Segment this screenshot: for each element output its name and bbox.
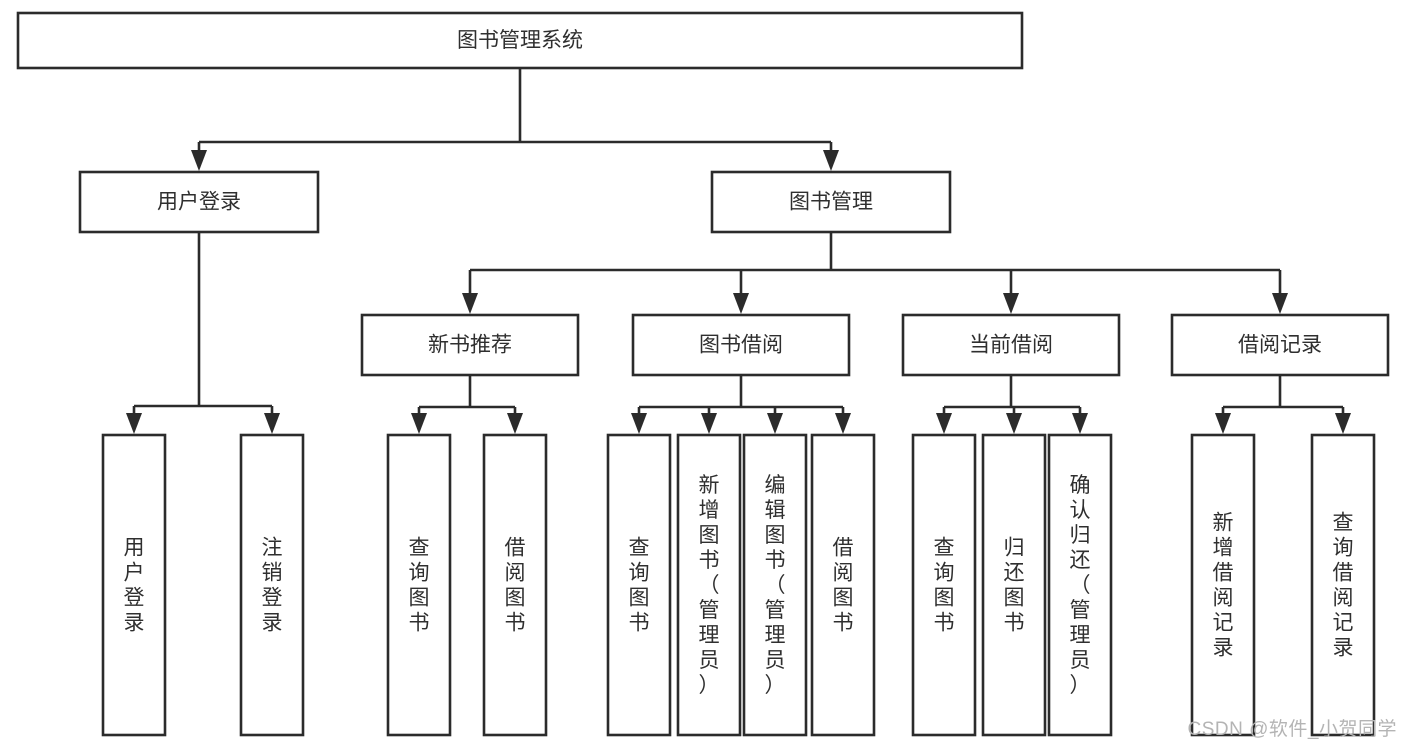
- node-box: [239, 433, 305, 737]
- connector-group: [191, 68, 839, 171]
- csdn-watermark: CSDN @软件_小贺同学: [1187, 719, 1397, 740]
- node-new-book[interactable]: 新书推荐: [360, 313, 580, 377]
- node-box: [981, 433, 1047, 737]
- node-box: [911, 433, 977, 737]
- node-label: 图书管理: [789, 191, 873, 214]
- node-leaf-user-login[interactable]: 用户登录: [101, 433, 167, 737]
- node-leaf-cb-return[interactable]: 归还图书: [981, 433, 1047, 737]
- node-label: 当前借阅: [969, 334, 1053, 357]
- node-leaf-user-logout[interactable]: 注销登录: [239, 433, 305, 737]
- node-label: 注销登录: [262, 537, 283, 635]
- node-label: 新增图书（管理员）: [699, 474, 720, 697]
- node-borrow-record[interactable]: 借阅记录: [1170, 313, 1390, 377]
- node-leaf-nb-query[interactable]: 查询图书: [386, 433, 452, 737]
- connector-group: [462, 232, 1288, 314]
- node-box: [1170, 313, 1390, 377]
- node-label: 新书推荐: [428, 334, 512, 357]
- node-leaf-br-add[interactable]: 新增借阅记录: [1190, 433, 1256, 737]
- connector-group: [411, 375, 523, 434]
- node-box: [742, 433, 808, 737]
- connector-group: [936, 375, 1088, 434]
- node-label: 图书管理系统: [457, 29, 583, 52]
- node-box: [101, 433, 167, 737]
- connector-group: [126, 232, 280, 434]
- node-box: [606, 433, 672, 737]
- node-label: 归还图书: [1004, 537, 1025, 635]
- node-box: [710, 170, 952, 234]
- node-label: 查询图书: [629, 537, 650, 635]
- node-leaf-bb-add[interactable]: 新增图书（管理员）: [676, 433, 742, 737]
- node-label: 查询图书: [409, 537, 430, 635]
- node-root[interactable]: 图书管理系统: [16, 11, 1024, 70]
- node-label: 借阅图书: [833, 537, 854, 635]
- node-label: 确认归还（管理员）: [1070, 474, 1091, 697]
- node-book-manage[interactable]: 图书管理: [710, 170, 952, 234]
- node-box: [16, 11, 1024, 70]
- node-user-login[interactable]: 用户登录: [78, 170, 320, 234]
- node-label: 借阅图书: [505, 537, 526, 635]
- node-label: 编辑图书（管理员）: [765, 474, 786, 697]
- node-leaf-cb-confirm[interactable]: 确认归还（管理员）: [1047, 433, 1113, 737]
- node-box: [78, 170, 320, 234]
- node-book-borrow[interactable]: 图书借阅: [631, 313, 851, 377]
- node-label: 新增借阅记录: [1213, 512, 1234, 660]
- node-label: 图书借阅: [699, 334, 783, 357]
- node-leaf-nb-borrow[interactable]: 借阅图书: [482, 433, 548, 737]
- connector-layer: [126, 68, 1351, 434]
- node-box: [1190, 433, 1256, 737]
- node-label: 查询图书: [934, 537, 955, 635]
- node-box: [810, 433, 876, 737]
- node-leaf-bb-query[interactable]: 查询图书: [606, 433, 672, 737]
- node-box: [676, 433, 742, 737]
- node-leaf-bb-edit[interactable]: 编辑图书（管理员）: [742, 433, 808, 737]
- node-box: [482, 433, 548, 737]
- node-leaf-cb-query[interactable]: 查询图书: [911, 433, 977, 737]
- node-leaf-bb-borrow[interactable]: 借阅图书: [810, 433, 876, 737]
- connector-group: [631, 375, 851, 434]
- node-label: 查询借阅记录: [1333, 512, 1354, 660]
- node-leaf-br-query[interactable]: 查询借阅记录: [1310, 433, 1376, 737]
- node-box: [631, 313, 851, 377]
- node-box: [1047, 433, 1113, 737]
- node-current-borrow[interactable]: 当前借阅: [901, 313, 1121, 377]
- node-layer: 图书管理系统用户登录图书管理新书推荐图书借阅当前借阅借阅记录用户登录注销登录查询…: [16, 11, 1390, 737]
- node-box: [901, 313, 1121, 377]
- node-box: [360, 313, 580, 377]
- node-label: 用户登录: [124, 537, 145, 635]
- node-label: 借阅记录: [1238, 334, 1322, 357]
- node-label: 用户登录: [157, 191, 241, 214]
- node-box: [386, 433, 452, 737]
- connector-group: [1215, 375, 1351, 434]
- node-box: [1310, 433, 1376, 737]
